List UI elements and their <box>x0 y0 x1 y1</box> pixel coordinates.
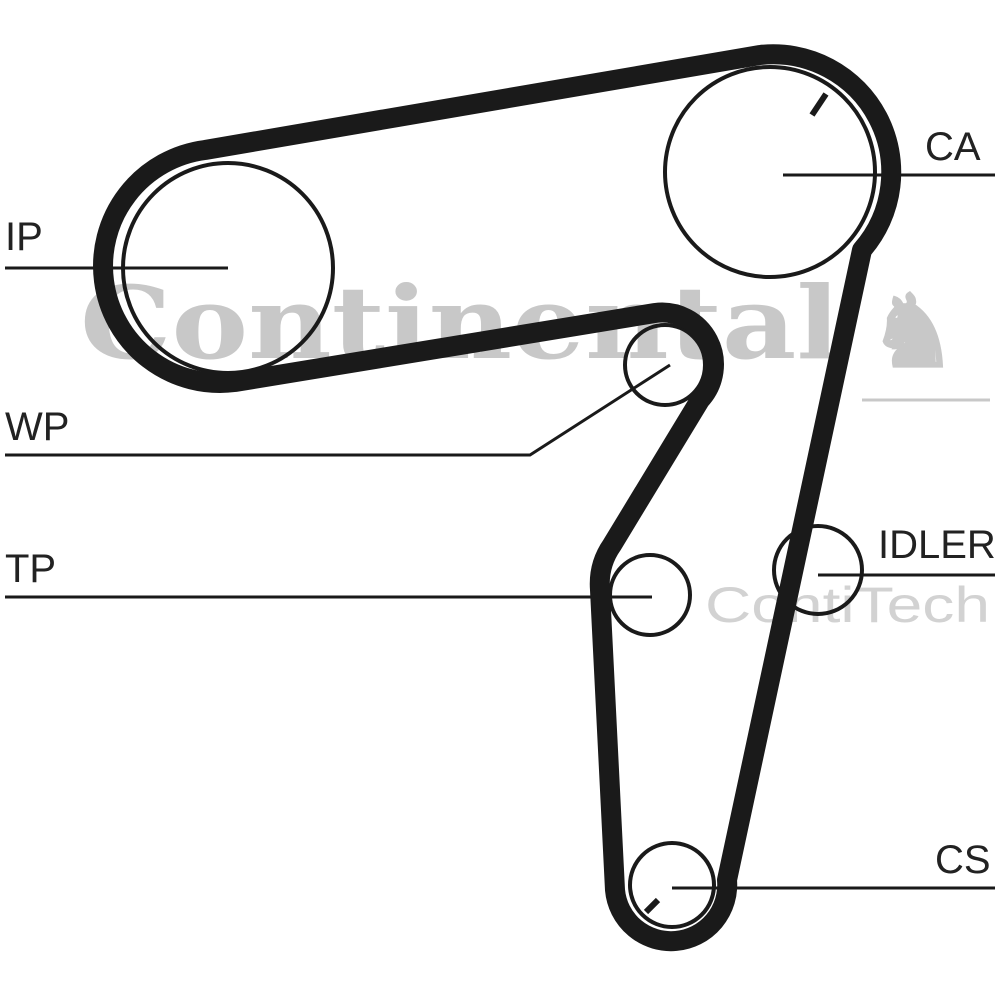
label-idler: IDLER <box>878 523 996 567</box>
horse-logo-icon: ♞ <box>868 272 958 390</box>
label-tp: TP <box>5 547 56 591</box>
continental-watermark: Continental <box>80 264 840 382</box>
pulley-ca <box>663 65 877 279</box>
label-ca: CA <box>925 125 981 169</box>
wp-leader <box>5 363 671 457</box>
label-cs: CS <box>935 838 991 882</box>
leader-lines <box>5 173 995 890</box>
pulley-cs <box>628 841 716 929</box>
pulleys <box>121 65 877 929</box>
pulley-tp <box>608 553 692 637</box>
label-wp: WP <box>5 405 69 449</box>
timing-marks <box>643 92 829 915</box>
timing-belt <box>93 44 902 952</box>
cs-timing-mark <box>643 897 661 915</box>
watermark: Continental ♞ ContiTech <box>80 264 990 633</box>
label-ip: IP <box>5 215 43 259</box>
ca-timing-mark <box>809 92 829 117</box>
labels: IP CA WP TP IDLER CS <box>5 125 996 882</box>
pulley-idler <box>772 524 864 616</box>
